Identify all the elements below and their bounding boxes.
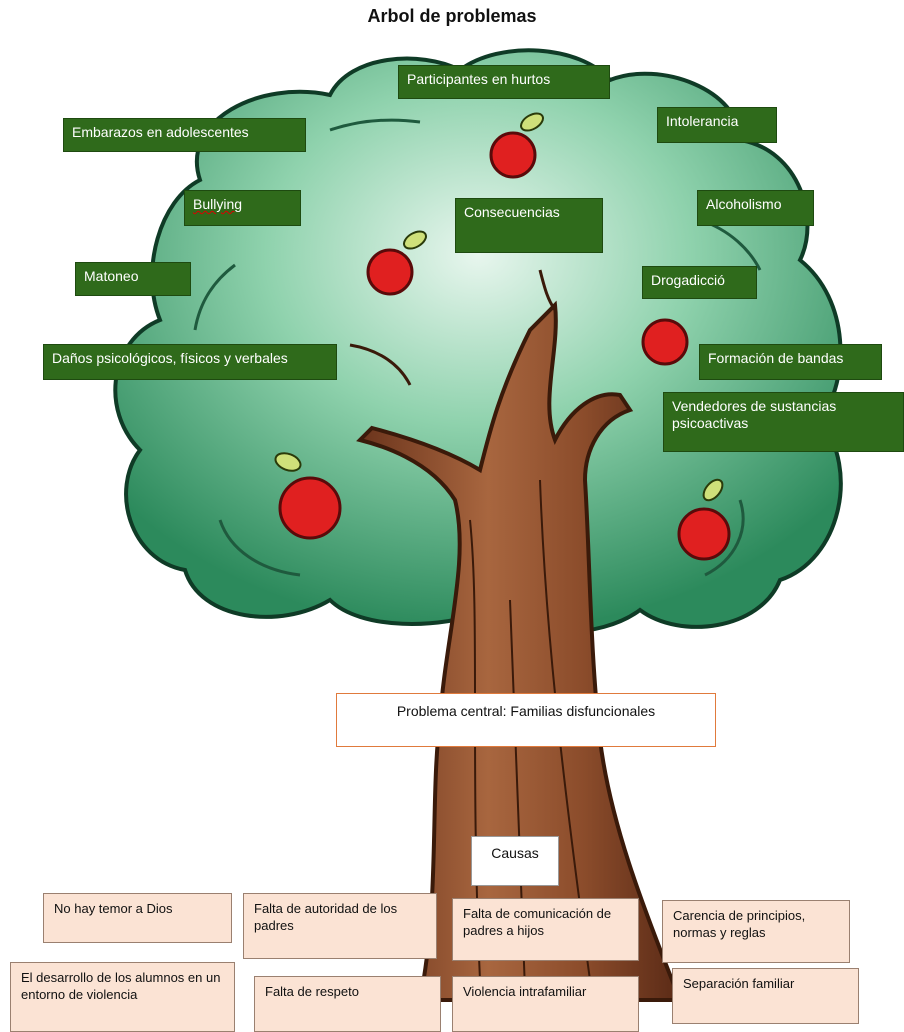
label-matoneo: Matoneo	[75, 262, 191, 296]
apple-2	[366, 230, 427, 296]
apple-4	[274, 452, 342, 540]
central-problem: Problema central: Familias disfuncionale…	[336, 693, 716, 747]
apple-1	[489, 112, 544, 179]
cause-temor: No hay temor a Dios	[43, 893, 232, 943]
label-drogadiccion: Drogadicció	[642, 266, 757, 299]
label-alcoholismo: Alcoholismo	[697, 190, 814, 226]
causes-label: Causas	[471, 836, 559, 886]
cause-desarrollo: El desarrollo de los alumnos en un entor…	[10, 962, 235, 1032]
label-embarazos: Embarazos en adolescentes	[63, 118, 306, 152]
cause-respeto: Falta de respeto	[254, 976, 441, 1032]
label-participantes: Participantes en hurtos	[398, 65, 610, 99]
label-consecuencias: Consecuencias	[455, 198, 603, 253]
cause-violencia: Violencia intrafamiliar	[452, 976, 639, 1032]
label-danos: Daños psicológicos, físicos y verbales	[43, 344, 337, 380]
label-bullying: Bullying	[184, 190, 301, 226]
cause-separacion: Separación familiar	[672, 968, 859, 1024]
label-bandas: Formación de bandas	[699, 344, 882, 380]
label-vendedores: Vendedores de sustancias psicoactivas	[663, 392, 904, 452]
tree-trunk	[349, 269, 683, 1002]
apple-5	[677, 478, 731, 561]
diagram-title: Arbol de problemas	[367, 6, 537, 26]
label-intolerancia: Intolerancia	[657, 107, 777, 143]
apple-3	[641, 318, 689, 366]
cause-comunicacion: Falta de comunicación de padres a hijos	[452, 898, 639, 961]
cause-principios: Carencia de principios, normas y reglas	[662, 900, 850, 963]
cause-autoridad: Falta de autoridad de los padres	[243, 893, 437, 959]
